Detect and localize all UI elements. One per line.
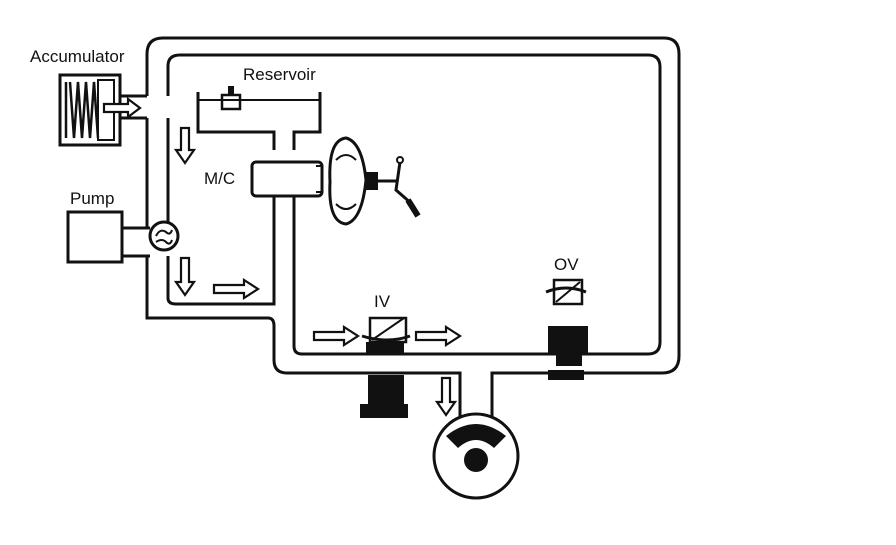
- ov-valve: [545, 278, 588, 380]
- pipe-pump: [120, 226, 150, 258]
- arrow-down-1: [173, 126, 197, 165]
- reservoir-tank: [196, 92, 322, 150]
- iv-valve: [360, 316, 411, 418]
- arrow-down-3: [434, 376, 458, 417]
- pump: [66, 210, 180, 264]
- arrow-right-2: [312, 324, 361, 348]
- reservoir-cap: [198, 86, 320, 111]
- master-cylinder: [250, 160, 324, 198]
- arrow-down-2: [173, 256, 197, 297]
- label-mc: M/C: [204, 169, 236, 188]
- arrow-right-1: [212, 277, 261, 301]
- brake-booster: [328, 136, 421, 226]
- label-iv: IV: [374, 292, 391, 311]
- pipe-accumulator: [120, 94, 147, 120]
- hydraulic-lines: [120, 36, 681, 420]
- pipe-inner-loop: [166, 53, 662, 356]
- wheel-brake: [432, 412, 520, 500]
- label-accumulator: Accumulator: [30, 47, 125, 66]
- arrow-right-3: [414, 324, 463, 348]
- arrow-accumulator: [102, 96, 142, 120]
- pipe-outer-loop: [145, 36, 681, 420]
- label-reservoir: Reservoir: [243, 65, 316, 84]
- label-pump: Pump: [70, 189, 115, 208]
- pipe-left-down-inner: [166, 195, 276, 306]
- label-ov: OV: [554, 255, 579, 274]
- pipe-left-down-outer: [145, 256, 462, 420]
- flow-arrows: [102, 96, 463, 417]
